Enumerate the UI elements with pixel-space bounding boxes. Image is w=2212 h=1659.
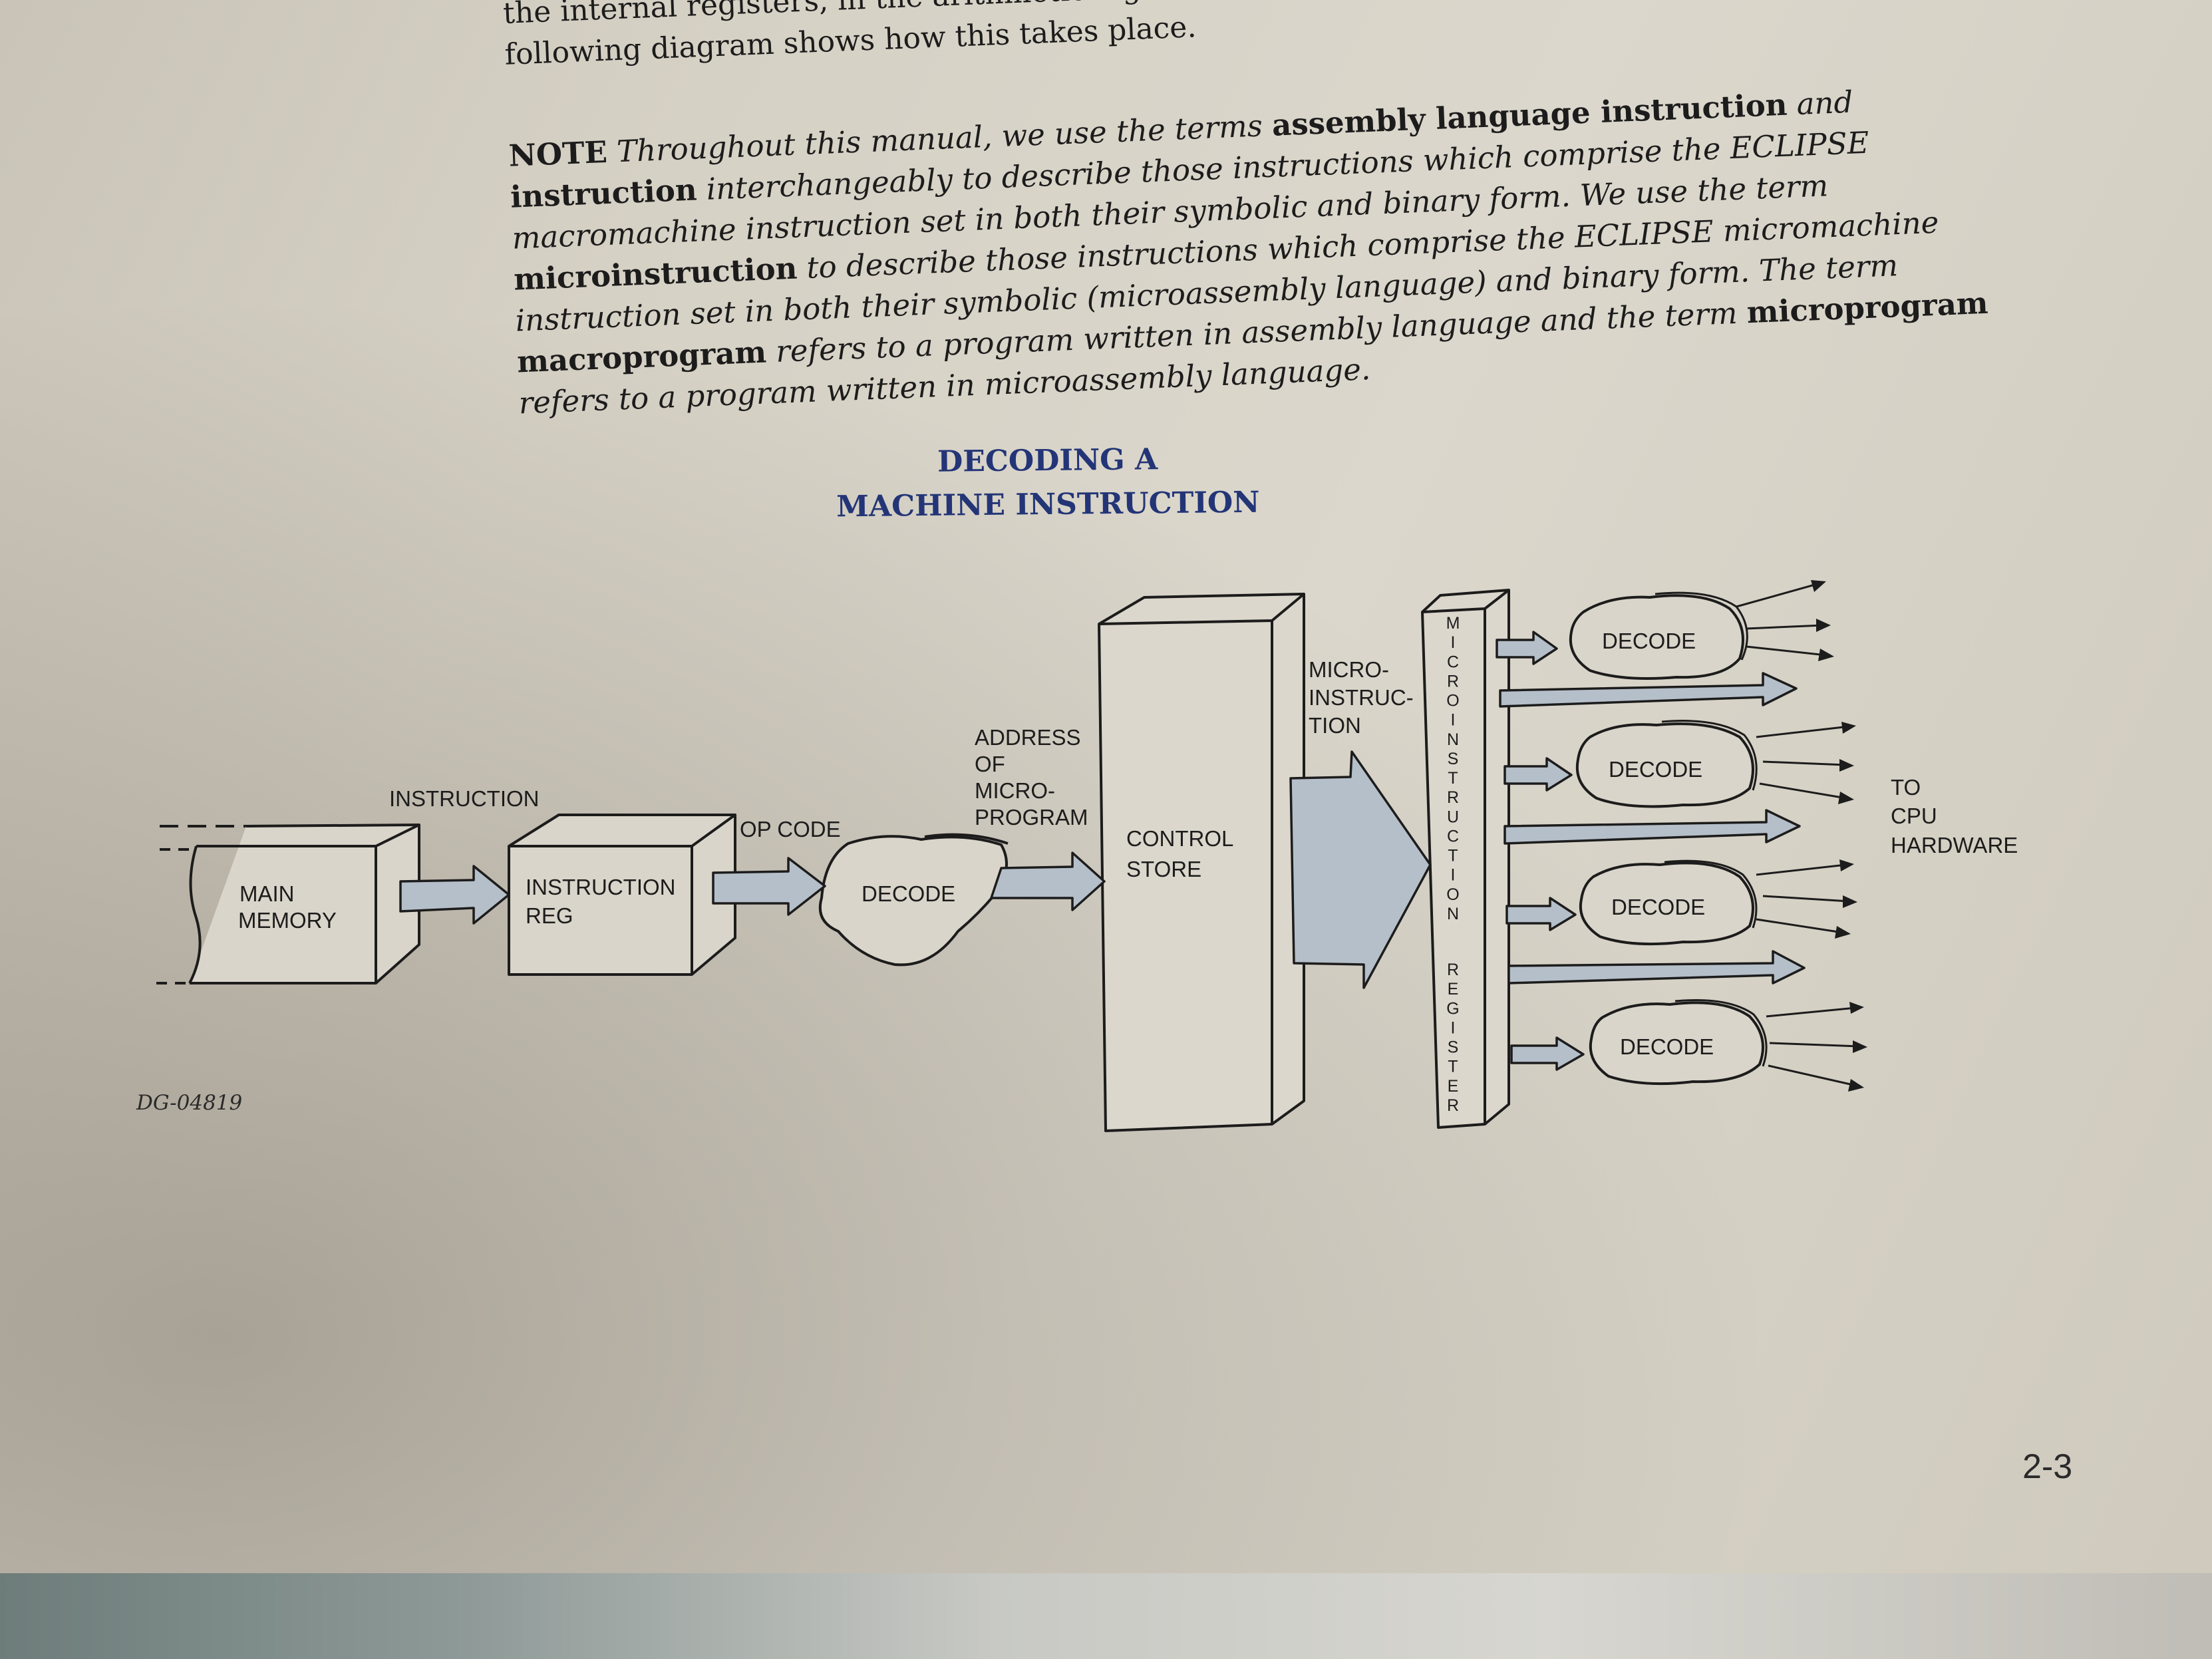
arrow-register-to-decode-3 bbox=[1505, 897, 1577, 931]
register-letter: C bbox=[1447, 827, 1459, 845]
control-store-label-1: CONTROL bbox=[1126, 826, 1233, 851]
main-memory-box bbox=[156, 824, 420, 984]
register-letter: M bbox=[1446, 614, 1460, 633]
register-letter: C bbox=[1447, 653, 1459, 671]
decode-label-1: DECODE bbox=[862, 881, 955, 906]
instruction-reg-box bbox=[508, 814, 736, 976]
to-cpu-label-1: TO bbox=[1891, 775, 1921, 800]
main-memory-label-2: MEMORY bbox=[238, 908, 337, 933]
address-label-1: ADDRESS bbox=[975, 725, 1081, 750]
instruction-reg-label-2: REG bbox=[526, 903, 573, 928]
register-letter: S bbox=[1448, 1038, 1459, 1057]
register-letter: R bbox=[1447, 961, 1459, 979]
microinstruction-label-2: INSTRUC- bbox=[1309, 685, 1414, 710]
arrow-register-to-decode-4 bbox=[1510, 1036, 1585, 1071]
microinstruction-register-box bbox=[1421, 589, 1510, 1129]
decode-blob-2 bbox=[1569, 594, 1744, 680]
register-letter: T bbox=[1448, 769, 1458, 788]
address-label-3: MICRO- bbox=[975, 778, 1055, 803]
arrow-direct-2 bbox=[1503, 809, 1801, 845]
register-letter: I bbox=[1451, 866, 1456, 885]
register-letter: R bbox=[1447, 788, 1459, 807]
register-letter: I bbox=[1451, 711, 1456, 730]
register-letter: E bbox=[1448, 980, 1459, 998]
microinstruction-label-3: TION bbox=[1309, 713, 1361, 738]
arrow-store-to-register bbox=[1289, 750, 1432, 989]
desk-surface bbox=[0, 1573, 2212, 1659]
register-letter: E bbox=[1448, 1077, 1459, 1096]
arrow-direct-1 bbox=[1499, 672, 1798, 708]
arrow-register-to-decode-2 bbox=[1503, 757, 1573, 792]
main-memory-label-1: MAIN bbox=[239, 881, 295, 906]
register-letter: R bbox=[1447, 672, 1459, 690]
decode-label-4: DECODE bbox=[1611, 895, 1705, 919]
address-label-2: OF bbox=[975, 752, 1005, 776]
decode-blob-3 bbox=[1575, 722, 1754, 808]
op-code-label: OP CODE bbox=[740, 817, 841, 841]
address-label-4: PROGRAM bbox=[975, 805, 1088, 830]
output-arrows bbox=[1736, 582, 1860, 1087]
instruction-label: INSTRUCTION bbox=[389, 786, 540, 811]
decoding-diagram: MAIN MEMORY INSTRUCTION INSTRUCTION REG … bbox=[156, 580, 2018, 1132]
register-letter: I bbox=[1451, 633, 1456, 652]
control-store-box bbox=[1098, 593, 1305, 1132]
to-cpu-label-2: CPU bbox=[1891, 804, 1937, 828]
arrow-memory-to-reg bbox=[399, 865, 510, 925]
page-number: 2-3 bbox=[2022, 1447, 2073, 1486]
to-cpu-label-3: HARDWARE bbox=[1891, 833, 2018, 857]
instruction-reg-label-1: INSTRUCTION bbox=[526, 875, 676, 899]
register-letter: R bbox=[1447, 1096, 1459, 1115]
decode-label-5: DECODE bbox=[1620, 1034, 1714, 1059]
register-letter: N bbox=[1447, 905, 1459, 923]
decode-blob-1 bbox=[818, 835, 1008, 967]
register-letter: I bbox=[1451, 1019, 1456, 1038]
register-letter: O bbox=[1446, 692, 1459, 710]
figure-code: DG-04819 bbox=[136, 1091, 243, 1115]
manual-page: the internal registers, in the arithmeti… bbox=[0, 0, 2212, 1573]
arrow-direct-3 bbox=[1507, 950, 1806, 984]
register-letter: O bbox=[1446, 885, 1459, 904]
register-letter: S bbox=[1448, 750, 1459, 768]
decode-label-3: DECODE bbox=[1609, 757, 1702, 782]
microinstruction-label-1: MICRO- bbox=[1309, 657, 1389, 682]
arrow-decode-to-store bbox=[990, 851, 1106, 911]
register-letter: G bbox=[1446, 999, 1459, 1018]
arrow-register-to-decode-1 bbox=[1496, 631, 1558, 665]
decode-blob-4 bbox=[1579, 861, 1754, 946]
register-letter: U bbox=[1447, 808, 1459, 826]
register-letter: T bbox=[1448, 1058, 1458, 1076]
decode-blob-5 bbox=[1589, 1001, 1764, 1086]
decode-label-2: DECODE bbox=[1602, 629, 1696, 653]
arrow-reg-to-decode bbox=[712, 857, 826, 916]
register-letter: T bbox=[1448, 847, 1458, 865]
register-letter: N bbox=[1447, 730, 1459, 749]
control-store-label-2: STORE bbox=[1126, 857, 1201, 881]
